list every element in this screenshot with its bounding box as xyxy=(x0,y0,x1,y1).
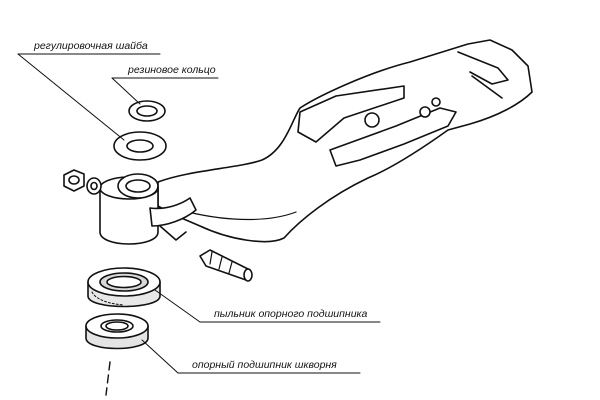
leader-dust-cover xyxy=(154,289,201,323)
leader-lines xyxy=(17,53,381,374)
label-bearing-dust-cover: пыльник опорного подшипника xyxy=(214,308,368,320)
steering-arm xyxy=(157,39,533,243)
pin-bolt xyxy=(199,249,253,282)
adjusting-washer xyxy=(128,100,166,122)
bearing-dust-cover xyxy=(87,267,161,308)
kingpin-housing xyxy=(99,173,197,245)
leader-bearing xyxy=(141,339,179,374)
kingpin-bearing xyxy=(85,313,149,350)
kingpin-axis xyxy=(105,361,111,396)
leader-ring xyxy=(111,77,141,105)
rubber-ring xyxy=(113,131,167,161)
nut-and-washer xyxy=(63,169,102,195)
leader-washer xyxy=(17,53,125,141)
label-kingpin-bearing: опорный подшипник шкворня xyxy=(192,359,337,371)
label-adjusting-washer: регулировочная шайба xyxy=(34,40,148,52)
label-rubber-ring: резиновое кольцо xyxy=(128,64,216,76)
